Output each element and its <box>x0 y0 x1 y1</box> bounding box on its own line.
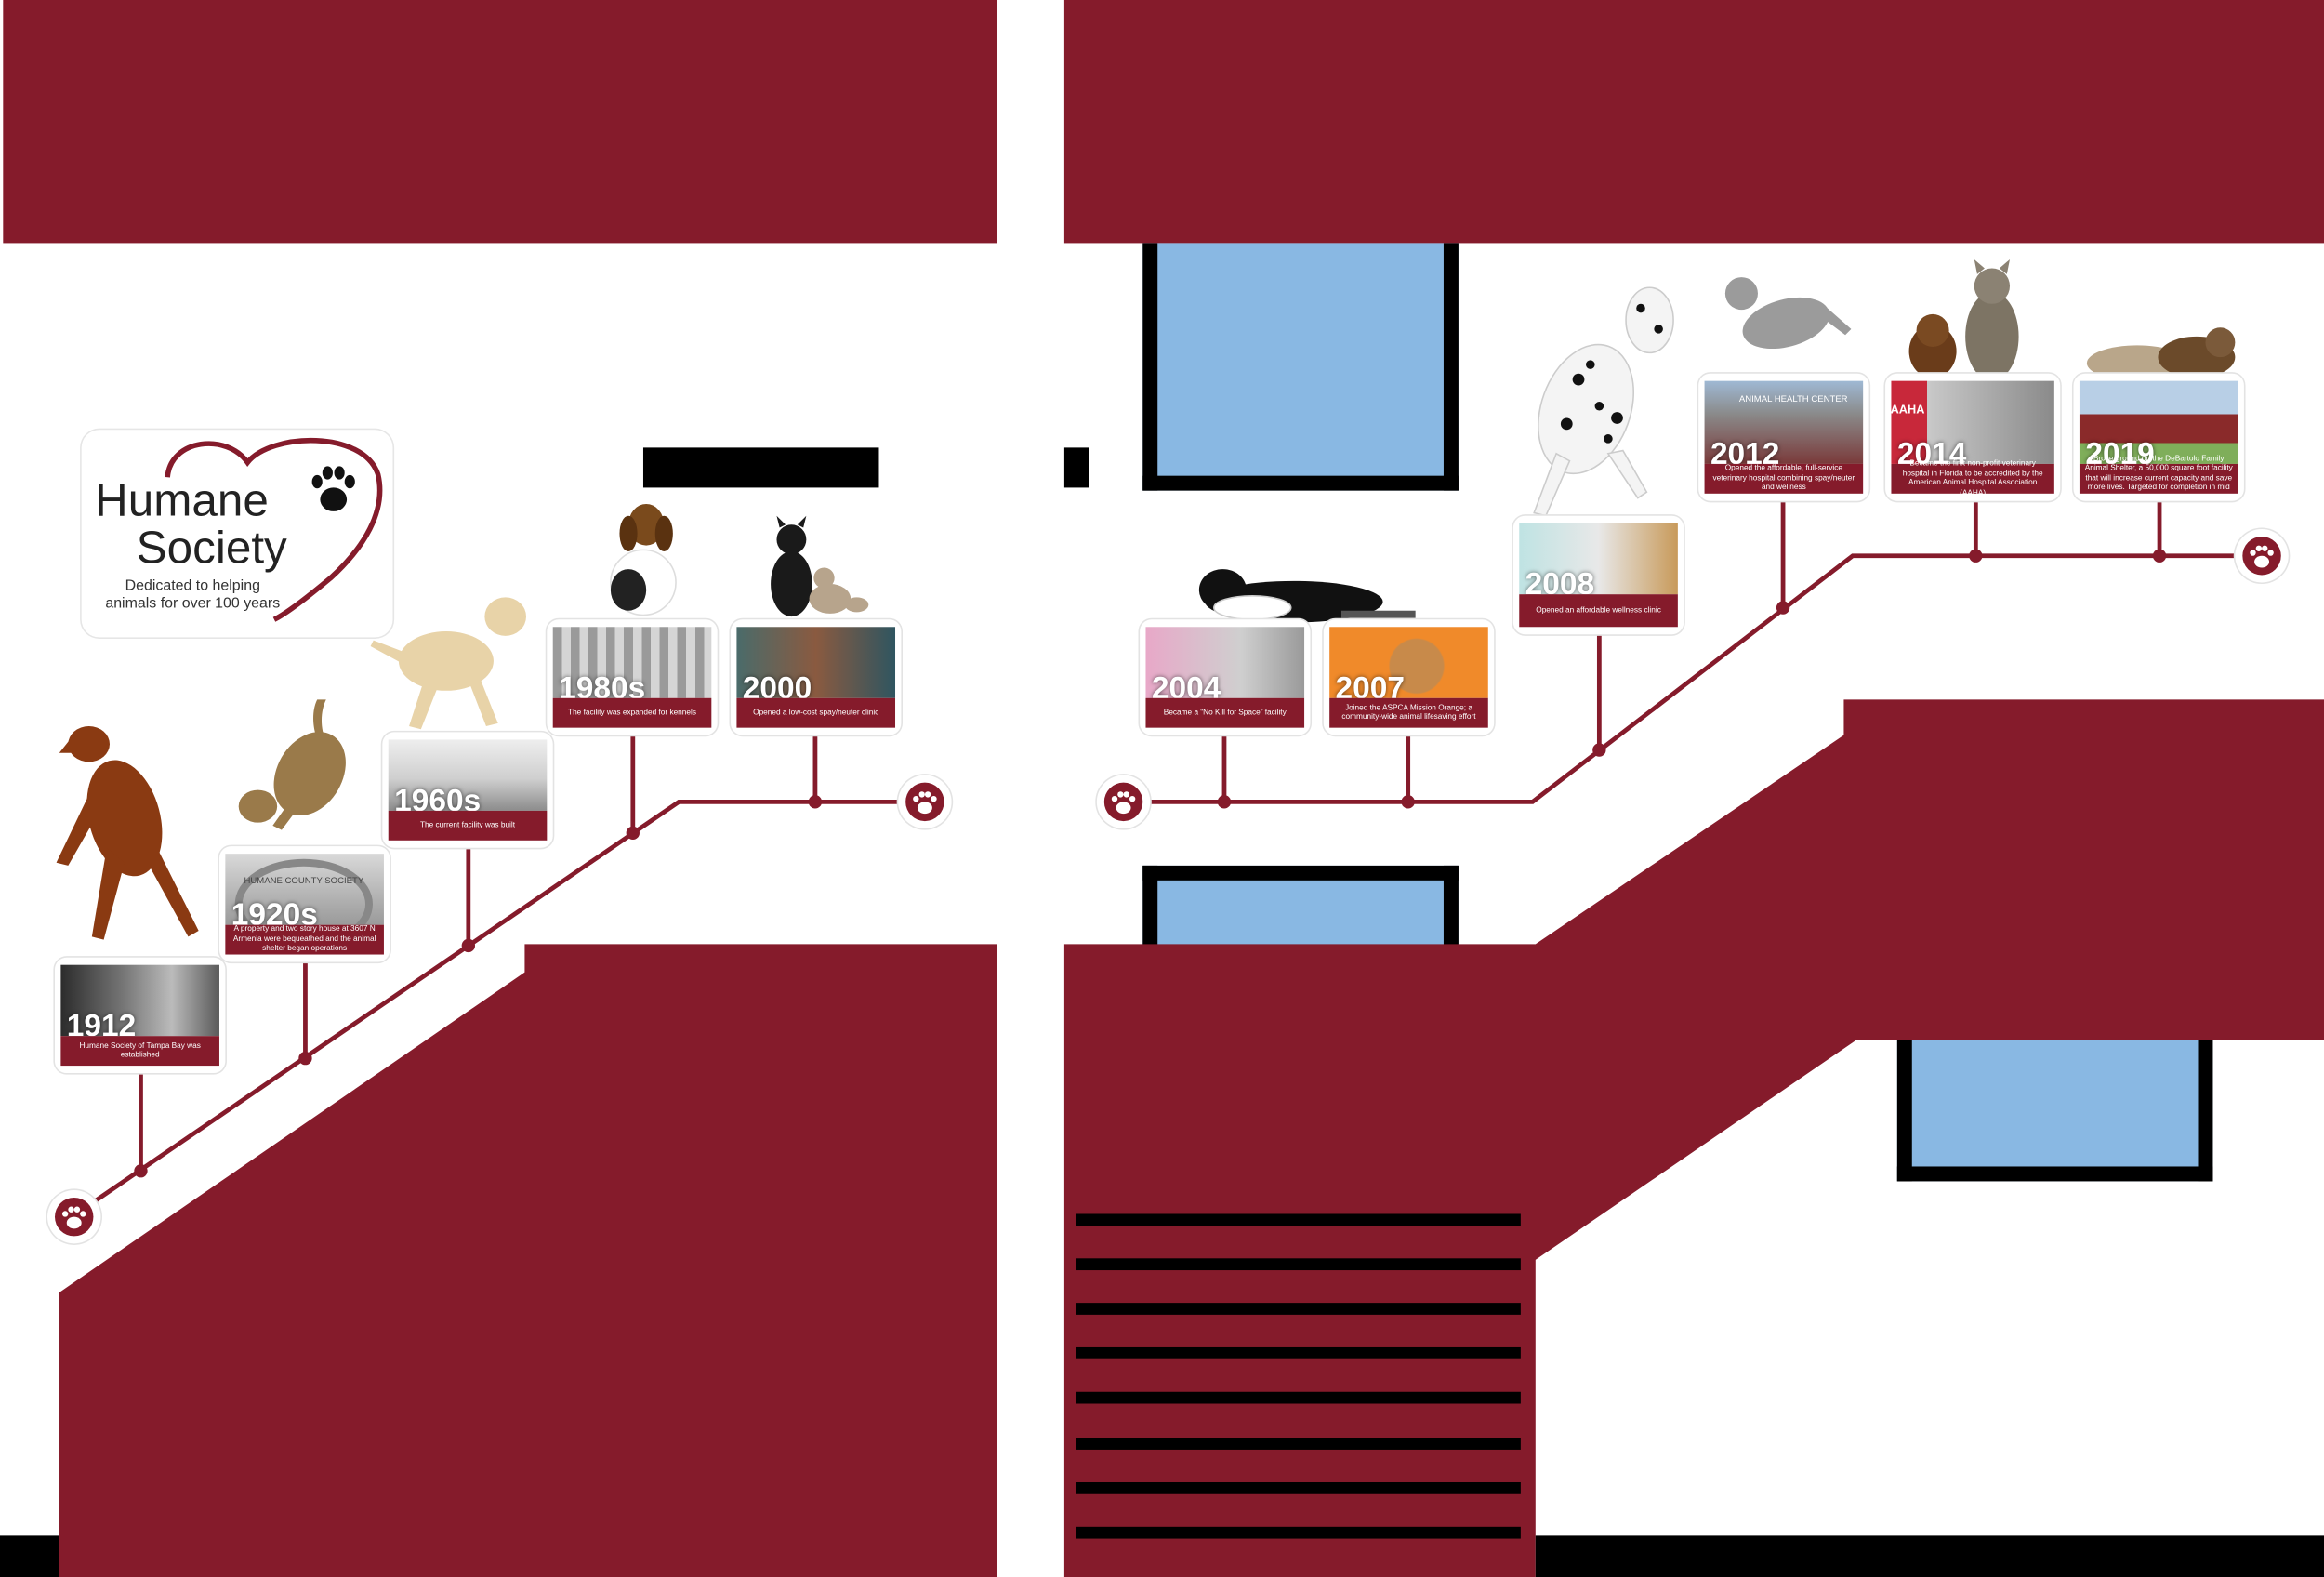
bottom-left-strip <box>0 1535 59 1577</box>
card-photo: HUMANE COUNTY SOCIETY <box>225 854 384 925</box>
window-top <box>1142 243 1459 491</box>
card-photo <box>736 627 896 698</box>
paw-icon <box>54 1197 94 1237</box>
puppy-and-tabby-cat-image <box>1908 258 2019 381</box>
window-middle <box>1142 865 1459 955</box>
timeline-card-1912: 1912 Humane Society of Tampa Bay was est… <box>54 957 226 1074</box>
logo-line1: Humane <box>95 474 269 526</box>
top-band <box>1063 0 2324 244</box>
card-photo <box>552 627 712 698</box>
lab-puppy-image <box>370 597 527 730</box>
bengal-cat-image <box>238 699 346 830</box>
card-caption: Broke ground on the DeBartolo Family Ani… <box>2079 455 2238 502</box>
red-setter-dog-image <box>56 726 199 940</box>
card-caption: The current facility was built <box>388 810 548 841</box>
timeline-card-2019: 2019 Broke ground on the DeBartolo Famil… <box>2073 373 2244 502</box>
window-right <box>1896 1040 2213 1182</box>
logo-line2: Society <box>136 522 287 574</box>
timeline-card-2014: AAHA 2014 Became the first non-profit ve… <box>1885 373 2061 501</box>
card-photo <box>1519 523 1678 595</box>
timeline-card-1960s: 1960s The current facility was built <box>382 732 553 848</box>
timeline-card-2008: 2008 Opened an affordable wellness clini… <box>1512 515 1684 635</box>
card-caption: Opened a low-cost spay/neuter clinic <box>736 697 896 728</box>
card-photo <box>1329 627 1488 698</box>
card-caption: Became the first non-profit veterinary h… <box>1891 459 2054 497</box>
card-photo: ANIMAL HEALTH CENTER <box>1704 380 1864 464</box>
bottom-right-strip <box>1535 1535 2324 1577</box>
paw-icon <box>905 782 944 822</box>
stripes <box>1076 1213 1521 1540</box>
card-caption: Humane Society of Tampa Bay was establis… <box>60 1036 219 1067</box>
timeline-card-2004: 2004 Became a “No Kill for Space” facili… <box>1140 619 1311 735</box>
card-caption: The facility was expanded for kennels <box>552 697 712 728</box>
right-panel <box>1063 0 2324 1577</box>
paw-icon <box>304 459 363 519</box>
timeline-card-1920s: HUMANE COUNTY SOCIETY 1920s A property a… <box>218 846 390 962</box>
heart-outline-icon <box>165 438 383 622</box>
card-photo <box>2079 380 2238 464</box>
logo-tagline: Dedicated to helping animals for over 10… <box>105 577 281 612</box>
beagle-image <box>610 503 677 616</box>
paw-icon <box>1103 782 1143 822</box>
timeline-card-2000: 2000 Opened a low-cost spay/neuter clini… <box>731 619 902 735</box>
card-photo <box>388 739 548 811</box>
svg-text:ANIMAL HEALTH CENTER: ANIMAL HEALTH CENTER <box>1739 394 1848 404</box>
left-panel <box>3 0 998 1577</box>
timeline-card-1980s: 1980s The facility was expanded for kenn… <box>547 619 718 735</box>
card-caption: Joined the ASPCA Mission Orange; a commu… <box>1329 697 1488 728</box>
dalmatian-image <box>1533 286 1674 517</box>
black-cat-and-kitten-image <box>771 515 869 617</box>
timeline-card-2012: ANIMAL HEALTH CENTER 2012 Opened the aff… <box>1698 373 1869 501</box>
card-caption: Became a “No Kill for Space” facility <box>1145 697 1305 728</box>
svg-text:HUMANE COUNTY SOCIETY: HUMANE COUNTY SOCIETY <box>244 876 363 886</box>
redaction-bar <box>642 447 879 488</box>
card-photo: AAHA <box>1891 380 2054 464</box>
border-collie-image <box>1198 569 1416 623</box>
top-band <box>3 0 998 244</box>
cat-and-dog-lying-image <box>2086 327 2236 381</box>
paw-icon <box>2242 537 2281 576</box>
card-caption: A property and two story house at 3607 N… <box>225 924 384 955</box>
timeline-card-2007: 2007 Joined the ASPCA Mission Orange; a … <box>1323 619 1495 735</box>
svg-text:AAHA: AAHA <box>1891 403 1924 417</box>
bottom-stair-shape <box>59 944 998 1577</box>
redaction-small <box>1063 447 1089 488</box>
card-caption: Opened an affordable wellness clinic <box>1519 594 1678 628</box>
grey-cat-jumping-image <box>1724 277 1852 350</box>
logo: Humane Society Dedicated to helping anim… <box>81 430 393 638</box>
card-photo <box>60 964 219 1037</box>
card-caption: Opened the affordable, full-service vete… <box>1704 463 1864 494</box>
card-photo <box>1145 627 1305 698</box>
